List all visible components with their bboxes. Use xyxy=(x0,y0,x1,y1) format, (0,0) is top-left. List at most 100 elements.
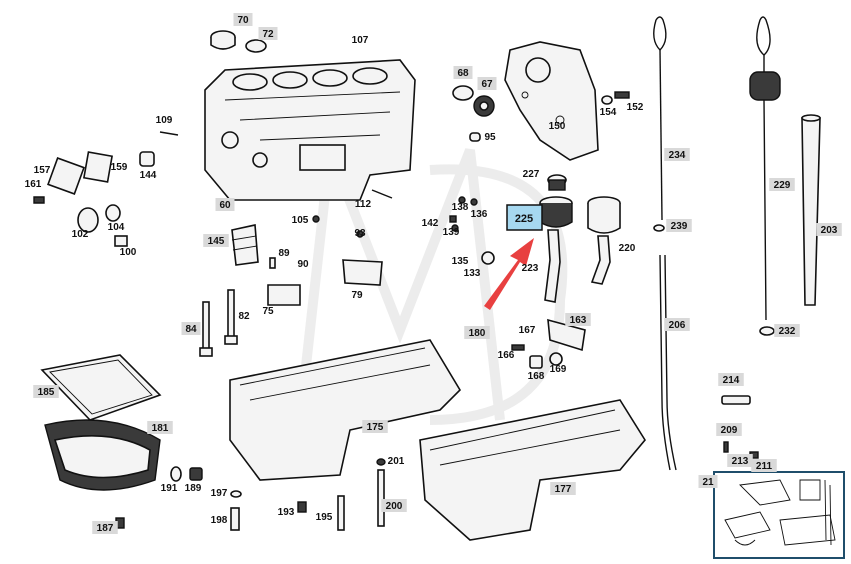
callout-211: 211 xyxy=(751,459,777,472)
callout-214: 214 xyxy=(718,373,744,386)
washer-154[interactable] xyxy=(601,95,613,105)
callout-220: 220 xyxy=(619,243,636,254)
timing-cover-plate[interactable] xyxy=(504,41,599,161)
callout-135: 135 xyxy=(452,256,469,267)
svg-text:109: 109 xyxy=(156,115,173,126)
bracket-214[interactable] xyxy=(721,395,751,405)
small-parts-center[interactable] xyxy=(269,189,495,269)
svg-text:105: 105 xyxy=(292,215,309,226)
callout-95: 95 xyxy=(484,132,496,143)
guide-tube-203[interactable] xyxy=(801,114,821,306)
svg-text:211: 211 xyxy=(756,461,773,472)
svg-text:136: 136 xyxy=(471,209,488,220)
ring-104[interactable] xyxy=(105,204,121,222)
inset-overview[interactable] xyxy=(713,471,845,559)
svg-text:209: 209 xyxy=(721,425,738,436)
dipstick-234[interactable] xyxy=(653,16,667,221)
svg-text:185: 185 xyxy=(38,387,55,398)
oring-239[interactable] xyxy=(653,224,665,232)
svg-text:107: 107 xyxy=(352,35,369,46)
svg-text:206: 206 xyxy=(669,320,686,331)
pin-109[interactable] xyxy=(159,131,179,136)
svg-text:167: 167 xyxy=(519,325,536,336)
svg-text:200: 200 xyxy=(386,501,403,512)
plug-144[interactable] xyxy=(139,151,155,167)
svg-text:198: 198 xyxy=(211,515,228,526)
callout-112: 112 xyxy=(355,199,372,210)
svg-text:213: 213 xyxy=(732,456,749,467)
svg-text:93: 93 xyxy=(354,228,366,239)
callout-89: 89 xyxy=(278,248,290,259)
callout-200: 200 xyxy=(381,499,407,512)
callout-109: 109 xyxy=(156,115,173,126)
svg-text:68: 68 xyxy=(457,68,469,79)
oring-232[interactable] xyxy=(759,326,775,336)
bolt-161[interactable] xyxy=(33,196,45,204)
svg-text:72: 72 xyxy=(262,29,274,40)
callout-175: 175 xyxy=(362,420,388,433)
svg-text:154: 154 xyxy=(600,107,617,118)
oil-filter-220[interactable] xyxy=(587,196,621,285)
oil-pan-175[interactable] xyxy=(229,339,462,481)
cap-227[interactable] xyxy=(547,174,567,191)
svg-text:193: 193 xyxy=(278,507,295,518)
callout-107: 107 xyxy=(352,35,369,46)
callout-154: 154 xyxy=(600,107,617,118)
engine-block[interactable] xyxy=(204,59,416,201)
svg-text:95: 95 xyxy=(484,132,496,143)
callout-105: 105 xyxy=(292,215,309,226)
svg-text:203: 203 xyxy=(821,225,838,236)
svg-text:175: 175 xyxy=(367,422,384,433)
bracket-163[interactable] xyxy=(547,318,586,352)
bolt-198[interactable] xyxy=(230,507,240,531)
callout-161: 161 xyxy=(25,179,42,190)
svg-text:145: 145 xyxy=(208,236,225,247)
seal-67[interactable] xyxy=(473,95,495,117)
svg-text:135: 135 xyxy=(452,256,469,267)
liner-seal[interactable] xyxy=(245,39,267,53)
callout-142: 142 xyxy=(422,218,439,229)
bearing-cap-75[interactable] xyxy=(267,284,301,306)
bolt-195[interactable] xyxy=(337,495,345,531)
callout-168: 168 xyxy=(528,371,545,382)
svg-text:232: 232 xyxy=(779,326,796,337)
bolt-152[interactable] xyxy=(614,91,630,99)
callout-203: 203 xyxy=(816,223,842,236)
gasket-157[interactable] xyxy=(47,157,85,195)
callout-209: 209 xyxy=(716,423,742,436)
sleeve-145[interactable] xyxy=(231,224,259,266)
oil-pan-177[interactable] xyxy=(419,399,646,541)
callout-227: 227 xyxy=(523,169,540,180)
callout-213: 213 xyxy=(727,454,753,467)
bolt-166[interactable] xyxy=(511,344,525,351)
dipstick-229[interactable] xyxy=(749,16,781,321)
stud-201-200[interactable] xyxy=(376,458,386,527)
svg-text:195: 195 xyxy=(316,512,333,523)
svg-text:229: 229 xyxy=(774,180,791,191)
oil-filter-225[interactable] xyxy=(539,196,573,303)
washer-197[interactable] xyxy=(230,490,242,498)
bolts-84-82[interactable] xyxy=(199,289,238,357)
cover-159[interactable] xyxy=(82,151,114,183)
bearing-cap-79[interactable] xyxy=(342,259,383,286)
plug-189[interactable] xyxy=(189,467,203,481)
bolt-193[interactable] xyxy=(297,501,307,513)
svg-text:60: 60 xyxy=(219,200,231,211)
plug-95[interactable] xyxy=(469,132,481,142)
cylinder-liner[interactable] xyxy=(210,30,236,50)
plug-102[interactable] xyxy=(77,207,99,233)
gasket-185[interactable] xyxy=(40,354,162,421)
ring-169[interactable] xyxy=(549,352,563,366)
callout-104: 104 xyxy=(108,222,125,233)
plug-168[interactable] xyxy=(529,355,543,369)
callout-185: 185 xyxy=(33,385,59,398)
cap-100[interactable] xyxy=(114,235,128,247)
oil-pan-181[interactable] xyxy=(44,419,161,491)
callout-163: 163 xyxy=(565,313,591,326)
callout-197: 197 xyxy=(211,488,228,499)
callout-68: 68 xyxy=(453,66,473,79)
seal-ring-68[interactable] xyxy=(452,85,474,101)
callout-206: 206 xyxy=(664,318,690,331)
ring-191[interactable] xyxy=(170,466,182,482)
dipstick-tube-206[interactable] xyxy=(659,254,677,471)
